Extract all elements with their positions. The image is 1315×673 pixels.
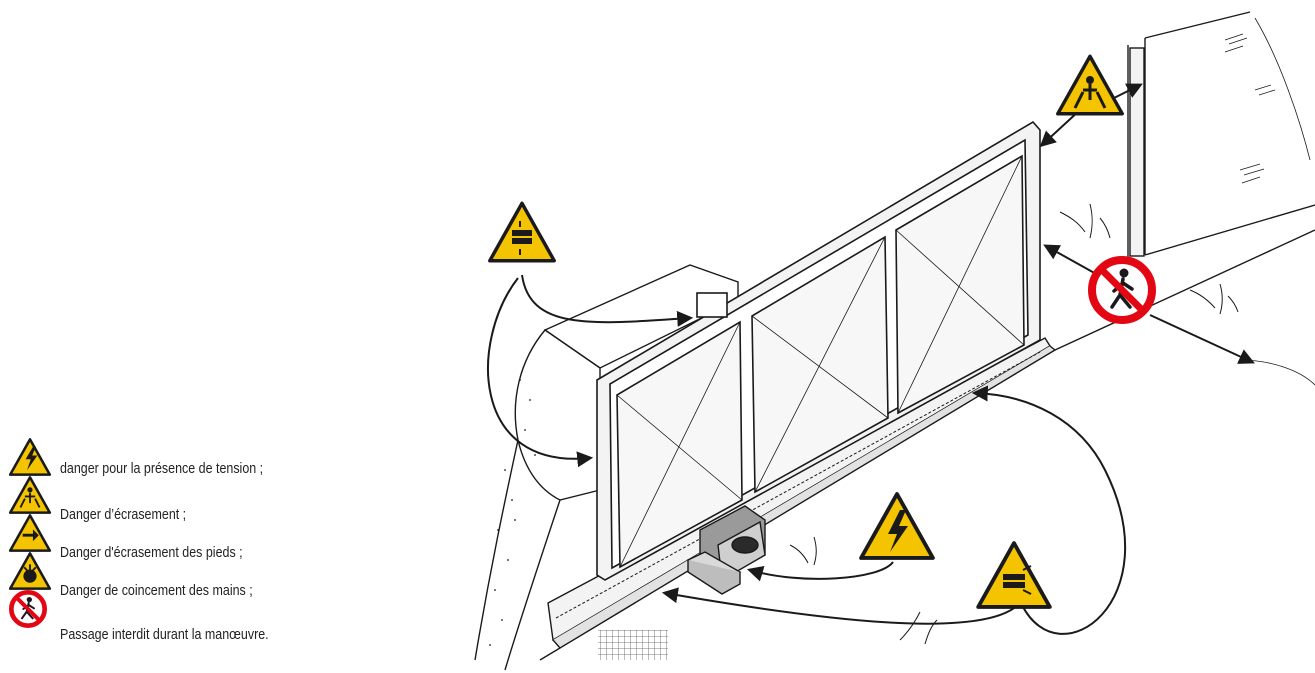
hand-trapping-sign-bottom — [976, 541, 1052, 609]
high-voltage-sign — [859, 492, 935, 560]
legend-item: Danger de coincement des mains ; — [8, 551, 438, 599]
hand-trapping-sign-top — [487, 201, 557, 263]
legend-text-no-passage: Passage interdit durant la manœuvre. — [60, 627, 269, 643]
foot-crushing-warning-icon — [8, 514, 52, 552]
gate-motor-unit — [686, 505, 766, 595]
right-wall — [1127, 11, 1315, 260]
crushing-hazard-sign — [1055, 54, 1125, 116]
no-passage-sign — [1088, 256, 1156, 324]
legend-item: Danger d’écrasement ; — [8, 475, 438, 523]
hand-trapping-warning-icon — [8, 552, 52, 590]
sliding-gate — [596, 120, 1041, 581]
legend-text-hands: Danger de coincement des mains ; — [60, 583, 253, 599]
high-voltage-warning-icon — [8, 438, 52, 476]
legend-item: Passage interdit durant la manœuvre. — [8, 589, 438, 643]
legend-text-crushing: Danger d’écrasement ; — [60, 507, 187, 523]
legend-item: Danger d'écrasement des pieds ; — [8, 513, 438, 561]
legend-text-feet: Danger d'écrasement des pieds ; — [60, 545, 243, 561]
no-pedestrian-passage-icon — [9, 590, 47, 628]
rail-and-ground — [539, 229, 1315, 661]
legend-item: danger pour la présence de tension ; — [8, 437, 438, 477]
crushing-hazard-warning-icon — [8, 476, 52, 514]
hazard-arrows — [487, 83, 1255, 635]
legend-text-voltage: danger pour la présence de tension ; — [60, 461, 264, 477]
grass-decoration — [789, 203, 1239, 645]
